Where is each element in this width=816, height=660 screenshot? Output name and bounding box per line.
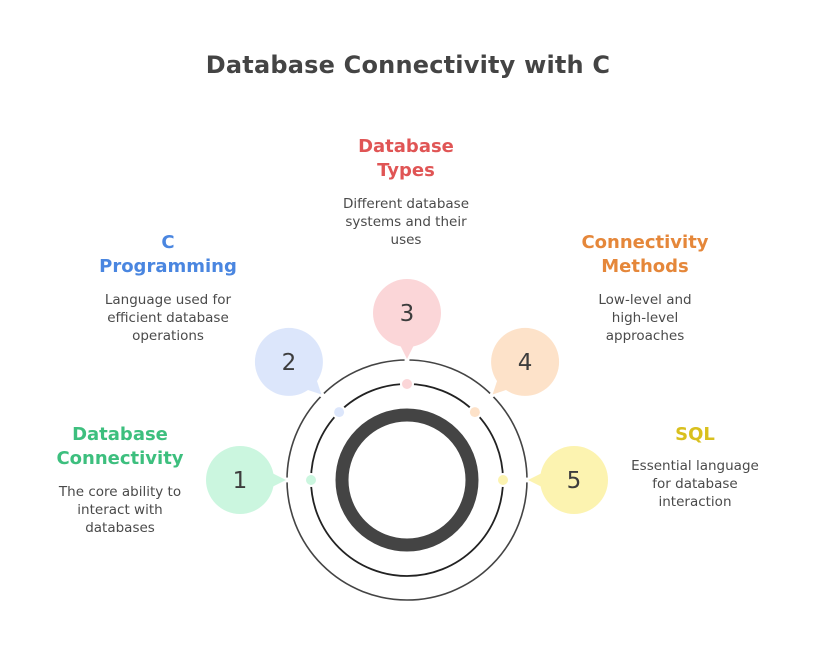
bubble-circle-1: [206, 446, 274, 514]
bubble-circle-5: [540, 446, 608, 514]
outer-ring-gap-3: [404, 357, 410, 363]
bubble-5: 5: [528, 446, 608, 514]
inner-thick-ring: [335, 408, 479, 552]
item-label-3: Database Types Different database system…: [316, 135, 496, 249]
item-heading-1: Database Connectivity: [56, 424, 184, 469]
item-description-4: Low-level and high-level approaches: [598, 292, 692, 344]
bubble-circle-2: [254, 327, 323, 396]
item-label-4: Connectivity Methods Low-level and high-…: [555, 231, 735, 345]
bubble-2: 2: [254, 327, 323, 396]
outer-ring-gap-1: [284, 477, 290, 483]
item-label-2: C Programming Language used for efficien…: [78, 231, 258, 345]
diagram-title: Database Connectivity with C: [205, 51, 611, 79]
ring-dot-2: [334, 407, 345, 418]
item-description-1: The core ability to interact with databa…: [58, 484, 182, 536]
bubble-1: 1: [206, 446, 286, 514]
bubble-number-4: 4: [518, 350, 533, 376]
item-heading-2: C Programming: [99, 232, 237, 277]
outer-ring-gap-5: [524, 477, 530, 483]
bubble-3: 3: [373, 279, 441, 359]
bubble-circle-4: [491, 327, 560, 396]
item-label-5: SQL Essential language for database inte…: [605, 423, 785, 511]
item-heading-3: Database Types: [358, 136, 454, 181]
ring-dot-5: [498, 475, 508, 485]
item-description-5: Essential language for database interact…: [631, 458, 759, 510]
item-heading-5: SQL: [675, 424, 715, 445]
item-description-2: Language used for efficient database ope…: [104, 292, 232, 344]
ring-dot-3: [402, 379, 412, 389]
item-label-1: Database Connectivity The core ability t…: [30, 423, 210, 537]
bubble-number-3: 3: [400, 301, 415, 327]
bubble-number-5: 5: [567, 468, 582, 494]
ring-dot-1: [306, 475, 316, 485]
item-heading-4: Connectivity Methods: [581, 232, 709, 277]
ring-dot-4: [469, 407, 480, 418]
bubble-circle-3: [373, 279, 441, 347]
bubble-number-2: 2: [282, 350, 297, 376]
bubble-4: 4: [491, 327, 560, 396]
item-description-3: Different database systems and their use…: [342, 196, 470, 248]
bubble-number-1: 1: [233, 468, 248, 494]
